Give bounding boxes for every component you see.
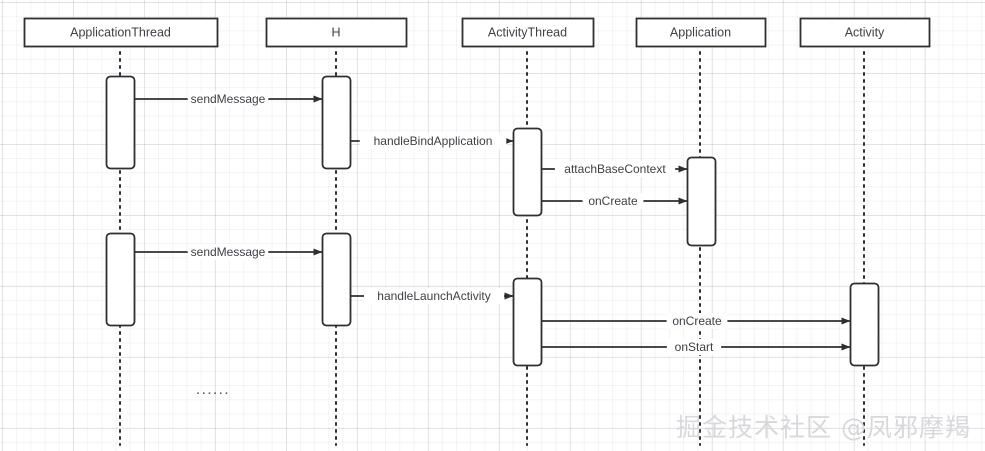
lifeline-application[interactable]: Application — [635, 17, 767, 446]
activation-bar-activitythread[interactable] — [512, 127, 543, 217]
message-label-backing — [554, 161, 676, 177]
message-msg-handlelaunchactivity[interactable]: handleLaunchActivity — [350, 288, 514, 304]
participant-box-applicationthread[interactable] — [23, 17, 219, 48]
message-label-backing — [666, 339, 722, 355]
message-label: sendMessage — [191, 245, 266, 259]
activation-bar-applicationthread[interactable] — [105, 232, 136, 327]
message-msg-oncreate-application[interactable]: onCreate — [541, 193, 688, 209]
messages-group: sendMessage handleBindApplication attachBa… — [134, 91, 851, 355]
message-label-backing — [666, 313, 728, 329]
activation-bar-applicationthread[interactable] — [105, 75, 136, 170]
message-msg-attachbasecontext[interactable]: attachBaseContext — [541, 161, 688, 177]
message-label: attachBaseContext — [564, 162, 666, 176]
message-label-backing — [187, 244, 269, 260]
message-label: onStart — [675, 340, 714, 354]
lifeline-activitythread[interactable]: ActivityThread — [461, 17, 595, 446]
continuation-ellipsis: ...... — [196, 381, 230, 398]
message-msg-onstart-activity[interactable]: onStart — [541, 339, 851, 355]
participant-label-application: Application — [670, 25, 731, 39]
participant-label-activitythread: ActivityThread — [488, 25, 567, 39]
activation-bar-activitythread[interactable] — [512, 277, 543, 367]
lifeline-activity[interactable]: Activity — [799, 17, 931, 446]
participant-box-activitythread[interactable] — [461, 17, 595, 48]
participant-box-application[interactable] — [635, 17, 767, 48]
participant-label-applicationthread: ApplicationThread — [70, 25, 171, 39]
message-msg-handlebindapplication[interactable]: handleBindApplication — [350, 133, 514, 149]
message-label-backing — [364, 288, 504, 304]
message-label: sendMessage — [191, 92, 266, 106]
activation-bar-h[interactable] — [321, 75, 352, 170]
activation-bar-h[interactable] — [321, 232, 352, 327]
participant-box-activity[interactable] — [799, 17, 931, 48]
participant-label-activity: Activity — [845, 25, 885, 39]
participant-box-h[interactable] — [265, 17, 408, 48]
activation-bar-application[interactable] — [686, 156, 717, 247]
message-label-backing — [187, 91, 269, 107]
message-label-backing — [359, 133, 507, 149]
message-msg-oncreate-activity[interactable]: onCreate — [541, 313, 851, 329]
message-label: onCreate — [672, 314, 722, 328]
message-label-backing — [582, 193, 644, 209]
activation-bar-activity[interactable] — [849, 282, 880, 367]
message-label: handleBindApplication — [374, 134, 493, 148]
message-label: handleLaunchActivity — [377, 289, 490, 303]
participant-label-h: H — [331, 25, 340, 39]
lifelines-group: ApplicationThread H ActivityThread Applicat… — [23, 17, 931, 446]
message-msg-sendmessage-2[interactable]: sendMessage — [134, 244, 323, 260]
activations-group — [105, 75, 880, 367]
watermark-label: 掘金技术社区 @凤邪摩羯 — [676, 413, 971, 442]
message-msg-sendmessage-1[interactable]: sendMessage — [134, 91, 323, 107]
message-label: onCreate — [588, 194, 638, 208]
